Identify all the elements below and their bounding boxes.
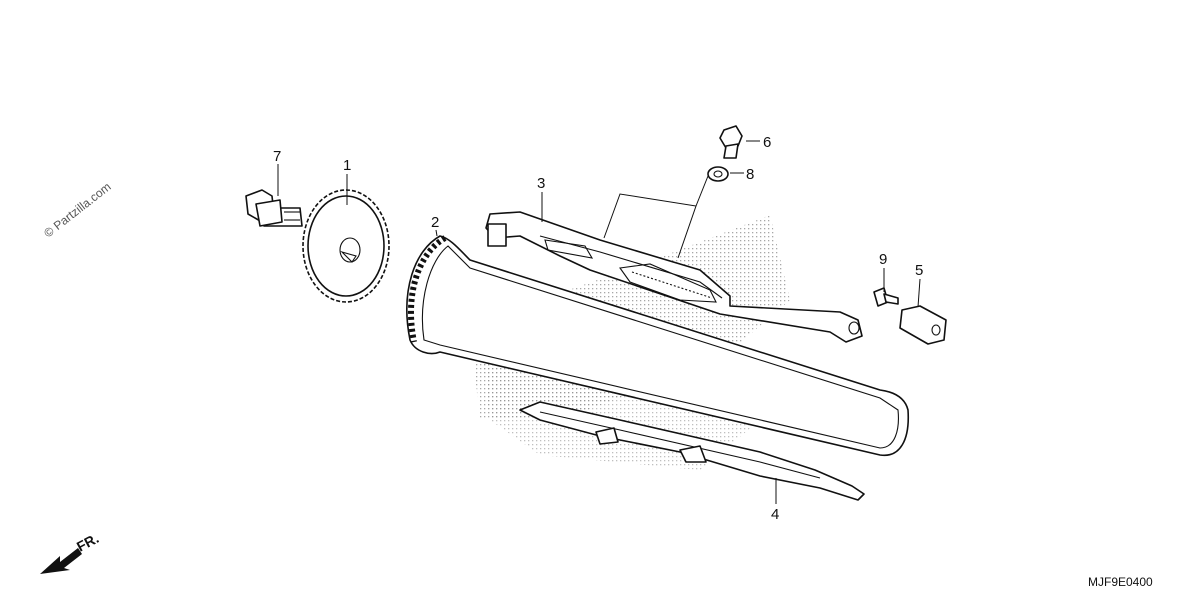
callout-1: 1 — [343, 157, 351, 174]
callout-2: 2 — [431, 214, 439, 231]
part-2-cam-chain[interactable] — [406, 235, 910, 457]
part-8-washer[interactable] — [707, 166, 729, 182]
callouts: 1 2 3 4 5 6 7 8 9 — [273, 134, 923, 523]
part-9-bolt[interactable] — [873, 287, 899, 307]
part-6-bolt[interactable] — [719, 125, 743, 159]
callout-5: 5 — [915, 262, 923, 279]
part-3-tensioner-arm[interactable] — [485, 211, 863, 343]
callout-6: 6 — [763, 134, 771, 151]
diagram-code: MJF9E0400 — [1088, 575, 1153, 589]
callout-9: 9 — [879, 251, 887, 268]
callout-4: 4 — [771, 506, 779, 523]
part-4-chain-guide[interactable] — [519, 401, 865, 501]
part-7-flange-bolt[interactable] — [245, 189, 303, 227]
part-5-lifter[interactable] — [899, 305, 947, 345]
leader-lines — [277, 140, 921, 504]
front-arrow-icon — [40, 548, 82, 574]
watermark: © Partzilla.com — [41, 180, 113, 241]
callout-3: 3 — [537, 175, 545, 192]
part-1-cam-sprocket[interactable] — [302, 189, 390, 303]
callout-7: 7 — [273, 148, 281, 165]
front-direction-indicator: FR. — [40, 530, 101, 574]
callout-8: 8 — [746, 166, 754, 183]
